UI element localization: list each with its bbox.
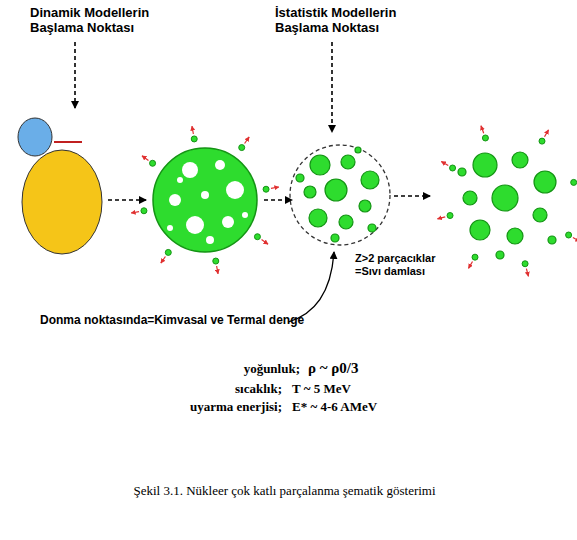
pointer-arrow [331,42,333,132]
particle [239,145,245,151]
particle [213,258,219,264]
emission-arrow [545,130,549,137]
parameter-name: uyarma enerjisi; [190,400,282,415]
particle [141,208,147,214]
model-start-label: İstatistik Modellerin Başlama Noktası [275,6,425,36]
stage-arrow [394,195,430,196]
emission-arrow [573,238,577,242]
emission-arrow [245,137,250,144]
final-fragments [458,152,556,259]
particle [472,254,478,260]
stage-arrow [264,199,292,200]
emission-arrow [142,156,149,161]
emission-arrow [131,212,139,213]
emission-arrow [217,266,218,274]
source-holes [167,160,248,244]
parameter-value: ρ ~ ρ0/3 [308,360,359,377]
impact-line [54,141,82,143]
emitted-particles [131,126,279,274]
stage-arrow [108,199,146,200]
parameter-value: T ~ 5 MeV [292,382,351,397]
freeze-out-note: Donma noktasında=Kimvasal ve Termal deng… [40,314,304,328]
emission-arrow [161,257,166,264]
pointer-arrow [74,42,76,108]
emission-arrow [441,162,448,166]
emission-arrow [271,187,279,188]
emission-arrow [481,126,484,134]
fragment-note: Z>2 parçacıklar =Sıvı damlası [355,252,455,277]
model-start-label: Dinamik Modellerin Başlama Noktası [30,6,168,36]
emission-arrow [469,261,473,268]
pointer-arrow [288,252,334,322]
projectile-nucleus [18,118,52,156]
particle [566,232,572,238]
particle [522,261,528,267]
particle [165,249,171,255]
particle [539,138,545,144]
freeze-out-volume [290,145,390,245]
target-nucleus [22,150,102,254]
emitted-particles [437,126,577,277]
hot-source [153,148,257,252]
particle [447,213,453,219]
emission-arrow [192,126,193,134]
figure-caption: Şekil 3.1. Nükleer çok katlı parçalanma … [0,484,573,499]
parameter-name: sıcaklık; [235,382,282,397]
particle [482,135,488,141]
particle [191,136,197,142]
parameter-value: E* ~ 4-6 AMeV [292,400,377,415]
particle [571,179,577,185]
parameter-name: yoğunluk; [244,362,300,377]
emission-arrow [526,269,528,277]
particle [254,234,260,240]
particle [450,165,456,171]
emission-arrow [262,240,269,245]
particle [263,186,269,192]
particle [150,160,156,166]
emission-arrow [437,217,445,219]
fragments [296,147,379,242]
